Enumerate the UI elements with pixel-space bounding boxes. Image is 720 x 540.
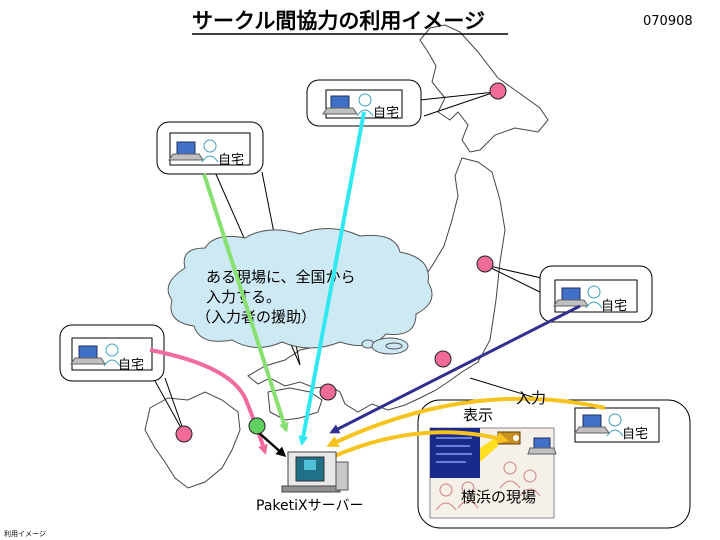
arrow-black [257,431,287,457]
cloud-bubble [167,228,433,355]
footer-label: 利用イメージ [4,529,46,538]
laptop-icon [527,437,557,455]
arrow-pink [149,348,268,455]
site-label: 横浜の現場 [461,488,536,506]
pin-server [248,417,266,435]
audience-figures [435,461,541,511]
person-icon [201,139,219,163]
pin-tohoku [476,255,494,273]
home-box-hokkaido: 自宅 [306,79,422,127]
home-label: 自宅 [622,427,648,442]
pin-sapporo [489,82,507,100]
pin-kansai [319,383,337,401]
arrow-green [202,173,289,433]
site-photo [429,427,557,519]
slide-title: サークル間協力の利用イメージ [192,9,485,33]
input-label: 入力 [516,389,546,407]
server-label: PaketiXサーバー [256,498,363,514]
projection-screen [430,428,480,478]
doc-number: 070908 [643,14,693,29]
home-box-kyushu: 自宅 [59,324,165,382]
cloud-text-line3: （入力者の援助） [196,308,316,326]
cloud-text-line1: ある現場に、全国から [206,268,356,286]
home-box-north: 自宅 [156,121,264,175]
home-label: 自宅 [118,358,144,373]
projection-beam [480,436,498,462]
arrow-yellow-input [326,396,606,447]
person-icon [585,285,603,309]
pin-kyushu [175,425,193,443]
laptop-icon [574,414,610,434]
kyushu-outline [144,391,241,489]
person-icon [103,343,121,367]
server-computer-icon [281,451,349,493]
shikoku-outline [267,387,323,421]
home-label: 自宅 [601,299,627,314]
home-box-kanto: 自宅 [574,407,660,443]
location-pins [175,82,507,443]
home-box-tohoku: 自宅 [539,265,653,323]
arrow-navy [329,304,581,434]
display-label: 表示 [463,406,493,424]
laptop-icon [322,95,358,115]
arrow-cyan [298,111,366,446]
laptop-icon [168,141,204,161]
hokkaido-outline [419,24,549,153]
pin-kanto [434,350,452,368]
laptop-icon [553,287,589,307]
home-label: 自宅 [218,153,244,168]
person-icon [606,413,624,437]
arrow-yellow-display [329,430,509,460]
home-label: 自宅 [373,106,399,121]
arrows [149,111,606,460]
